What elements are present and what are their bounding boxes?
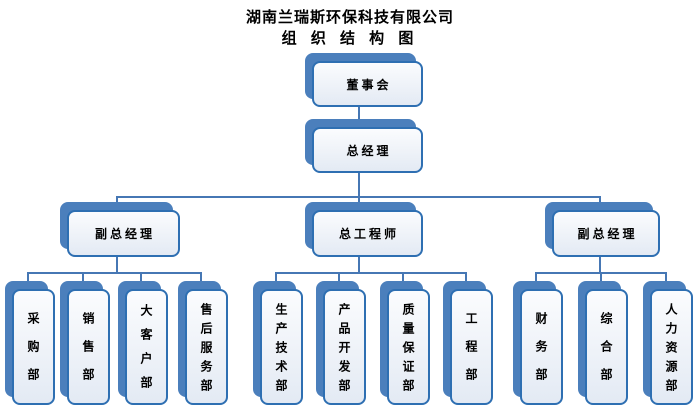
org-node-department: 人力资源部 (643, 281, 693, 405)
node-label: 质量保证部 (387, 289, 430, 405)
node-label: 大客户部 (125, 289, 168, 405)
org-node-deputy-gm-left: 副总经理 (60, 202, 180, 257)
page-title: 湖南兰瑞斯环保科技有限公司 (245, 9, 454, 26)
node-label: 总工程师 (312, 210, 423, 257)
node-label: 副总经理 (552, 210, 660, 257)
org-node-department: 销售部 (60, 281, 110, 405)
connector-line (358, 255, 360, 274)
connector-line (358, 105, 360, 129)
org-node-department: 产品开发部 (316, 281, 366, 405)
node-label: 副总经理 (67, 210, 180, 257)
connector-line (275, 272, 467, 274)
node-label: 销售部 (67, 289, 110, 405)
page-subtitle: 组 织 结 构 图 (281, 30, 419, 47)
org-node-deputy-gm-right: 副总经理 (545, 202, 660, 257)
org-node-department: 大客户部 (118, 281, 168, 405)
org-node-general-manager: 总经理 (305, 119, 423, 173)
org-node-board: 董事会 (305, 53, 423, 107)
org-node-chief-engineer: 总工程师 (305, 202, 423, 257)
connector-line (116, 255, 118, 274)
node-label: 总经理 (312, 127, 423, 173)
org-node-department: 综合部 (578, 281, 628, 405)
node-label: 董事会 (312, 61, 423, 107)
org-node-department: 工程部 (443, 281, 493, 405)
org-node-department: 生产技术部 (253, 281, 303, 405)
node-label: 财务部 (520, 289, 563, 405)
org-node-department: 质量保证部 (380, 281, 430, 405)
connector-line (358, 171, 360, 198)
org-node-department: 售后服务部 (178, 281, 228, 405)
node-label: 产品开发部 (323, 289, 366, 405)
node-label: 综合部 (585, 289, 628, 405)
node-label: 售后服务部 (185, 289, 228, 405)
org-node-department: 采购部 (5, 281, 55, 405)
node-label: 采购部 (12, 289, 55, 405)
node-label: 工程部 (450, 289, 493, 405)
connector-line (599, 255, 601, 274)
connector-line (27, 272, 202, 274)
org-node-department: 财务部 (513, 281, 563, 405)
node-label: 生产技术部 (260, 289, 303, 405)
node-label: 人力资源部 (650, 289, 693, 405)
